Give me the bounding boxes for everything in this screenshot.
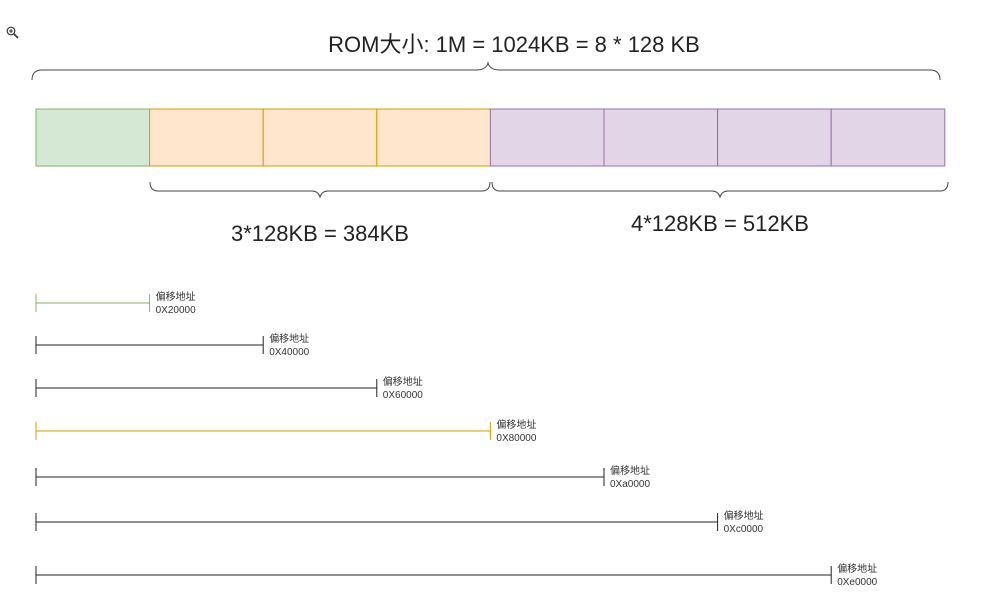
offset-marker-5: 偏移地址 0Xa0000 xyxy=(35,464,650,490)
memory-block-3 xyxy=(262,108,378,167)
memory-block-5 xyxy=(489,108,605,167)
offset-address: 0X60000 xyxy=(383,390,423,401)
offset-label: 偏移地址 xyxy=(269,332,309,345)
top-brace xyxy=(31,61,941,81)
offset-address: 0Xa0000 xyxy=(610,479,650,490)
offset-marker-3: 偏移地址 0X60000 xyxy=(35,375,423,401)
rom-size-title: ROM大小: 1M = 1024KB = 8 * 128 KB xyxy=(328,32,700,57)
offset-marker-2: 偏移地址 0X40000 xyxy=(35,332,310,358)
offset-label: 偏移地址 xyxy=(837,562,877,575)
offset-marker-7: 偏移地址 0Xe0000 xyxy=(35,562,878,588)
offset-label: 偏移地址 xyxy=(156,290,196,303)
offset-markers: 偏移地址 0X20000 偏移地址 0X40000 偏移地址 0X60000 偏移地址 0X8… xyxy=(35,290,878,588)
zoom-in-icon[interactable] xyxy=(6,26,20,40)
left-group-brace xyxy=(149,181,491,199)
offset-address: 0X80000 xyxy=(496,433,536,444)
right-group-brace xyxy=(491,181,949,199)
memory-blocks xyxy=(35,108,946,167)
memory-block-7 xyxy=(717,108,832,167)
memory-block-8 xyxy=(830,108,946,167)
offset-address: 0X40000 xyxy=(269,347,309,358)
memory-block-1 xyxy=(35,108,151,167)
offset-marker-4: 偏移地址 0X80000 xyxy=(35,418,537,444)
offset-address: 0X20000 xyxy=(156,305,196,316)
memory-block-4 xyxy=(376,108,491,167)
offset-label: 偏移地址 xyxy=(383,375,423,388)
offset-address: 0Xc0000 xyxy=(724,524,764,535)
offset-marker-1: 偏移地址 0X20000 xyxy=(35,290,196,316)
memory-block-2 xyxy=(149,108,264,167)
offset-label: 偏移地址 xyxy=(724,509,764,522)
memory-block-6 xyxy=(603,108,719,167)
left-group-label: 3*128KB = 384KB xyxy=(231,221,409,246)
offset-label: 偏移地址 xyxy=(496,418,536,431)
offset-address: 0Xe0000 xyxy=(837,577,877,588)
right-group-label: 4*128KB = 512KB xyxy=(631,211,809,236)
offset-marker-6: 偏移地址 0Xc0000 xyxy=(35,509,764,535)
offset-label: 偏移地址 xyxy=(610,464,650,477)
